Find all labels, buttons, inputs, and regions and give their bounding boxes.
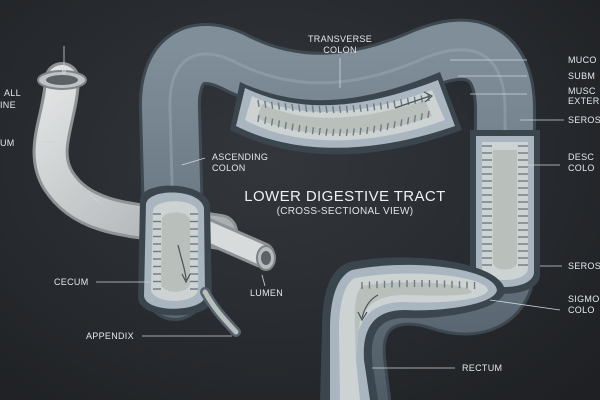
mucosal-fold	[427, 93, 430, 102]
mucosal-fold	[325, 105, 328, 114]
mucosal-fold	[277, 102, 281, 110]
diagram-title: LOWER DIGESTIVE TRACT	[244, 188, 445, 205]
mucosal-fold	[277, 120, 281, 128]
mucosal-fold	[400, 119, 403, 127]
mucosal-fold	[264, 100, 267, 108]
sigmoid-cross-section	[320, 257, 505, 400]
mucosal-fold	[366, 126, 369, 135]
mucosal-fold	[352, 105, 355, 113]
mucosal-fold	[311, 127, 315, 135]
mucosal-fold	[318, 127, 321, 136]
mucosal-fold	[366, 104, 369, 112]
mucosal-fold	[379, 102, 383, 110]
mucosal-fold	[338, 128, 342, 137]
mucosal-fold	[427, 110, 430, 119]
mucosal-fold	[338, 105, 342, 114]
label-muscularis-2: EXTER	[568, 96, 600, 106]
mucosal-fold	[393, 121, 396, 129]
mucosal-fold	[393, 100, 396, 108]
label-descending-2: COLO	[568, 163, 595, 173]
label-sigmoid-1: SIGMO	[568, 294, 600, 304]
mucosal-fold	[359, 127, 362, 135]
mucosal-fold	[386, 101, 389, 109]
mucosal-fold	[379, 124, 383, 132]
mucosal-fold	[270, 118, 274, 126]
label-serosa-mid: SEROS	[568, 261, 600, 271]
mucosal-fold	[400, 99, 403, 107]
transverse-cross-section	[230, 72, 462, 155]
mucosal-fold	[257, 114, 260, 123]
label-serosa-top: SEROS	[568, 115, 600, 125]
label-ascending-2: COLON	[212, 163, 246, 173]
label-sigmoid-2: COLO	[568, 305, 595, 315]
label-transverse-2: COLON	[323, 45, 357, 55]
mucosal-fold	[372, 125, 376, 133]
label-small-intestine-2: INE	[0, 100, 16, 110]
diagram-subtitle: (CROSS-SECTIONAL VIEW)	[277, 206, 414, 217]
mucosal-fold	[386, 122, 389, 131]
mucosal-fold	[413, 96, 417, 104]
mucosal-fold	[420, 113, 423, 121]
mucosal-fold	[304, 105, 308, 113]
mucosal-fold	[298, 104, 301, 112]
cecum-cross-section	[138, 185, 241, 337]
label-cecum: CECUM	[54, 277, 89, 287]
mucosal-fold	[413, 115, 417, 123]
label-ascending-1: ASCENDING	[212, 152, 268, 162]
label-ileum: UM	[0, 138, 15, 148]
label-rectum: RECTUM	[462, 363, 502, 373]
mucosal-fold	[284, 121, 287, 130]
mucosal-fold	[264, 116, 267, 124]
ileum-lumen-segment	[192, 217, 276, 271]
label-small-intestine-1: ALL	[4, 88, 21, 98]
mucosal-fold	[332, 128, 335, 137]
label-muscularis-1: MUSC	[568, 86, 596, 96]
mucosal-fold	[311, 105, 315, 113]
mucosal-fold	[372, 103, 376, 111]
mucosal-fold	[318, 105, 321, 113]
mucosal-fold	[345, 105, 349, 113]
mucosal-fold	[406, 117, 410, 125]
label-submucosa: SUBM	[568, 71, 595, 81]
label-mucosa: MUCO	[568, 55, 597, 65]
mucosal-fold	[270, 101, 274, 109]
mucosal-fold	[325, 128, 328, 136]
diagram-labels: LOWER DIGESTIVE TRACT (CROSS-SECTIONAL V…	[0, 34, 600, 373]
mucosal-fold	[359, 104, 362, 112]
mucosal-fold	[352, 128, 355, 136]
mucosal-fold	[298, 124, 301, 133]
descending-cross-section	[470, 130, 540, 294]
mucosal-fold	[304, 126, 308, 134]
mucosal-fold	[345, 128, 349, 136]
mucosal-fold	[332, 105, 335, 114]
label-descending-1: DESC	[568, 152, 594, 162]
leader-lines	[40, 58, 564, 369]
label-transverse-1: TRANSVERSE	[308, 34, 372, 44]
label-lumen: LUMEN	[250, 288, 283, 298]
label-appendix: APPENDIX	[86, 331, 134, 341]
mucosal-fold	[291, 123, 294, 131]
mucosal-fold	[291, 103, 294, 112]
mucosal-fold	[257, 99, 260, 108]
mucosal-fold	[284, 103, 287, 111]
